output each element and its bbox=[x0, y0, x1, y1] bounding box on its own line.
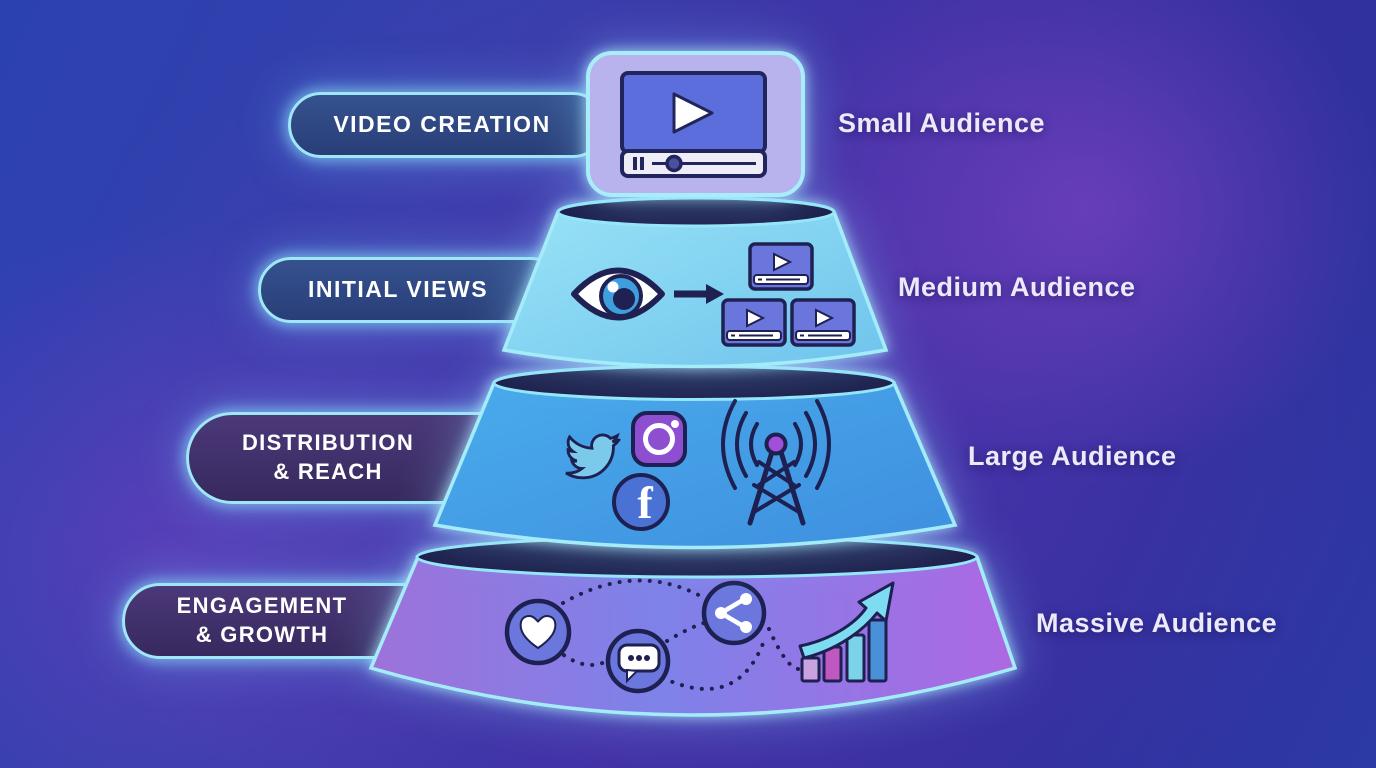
stage-shape-video-creation bbox=[586, 51, 805, 197]
broadcast-tower-icon bbox=[721, 399, 831, 526]
stage-pill-label: INITIAL VIEWS bbox=[307, 276, 489, 303]
stage-shape-engagement-growth bbox=[368, 535, 1018, 717]
audience-label-large: Large Audience bbox=[968, 441, 1177, 471]
video-thumbnail-icon bbox=[721, 242, 856, 347]
stage-pill-label-line1: ENGAGEMENT bbox=[176, 593, 348, 619]
tier-opening bbox=[556, 196, 836, 228]
comment-icon bbox=[605, 628, 671, 694]
audience-label-massive: Massive Audience bbox=[1036, 608, 1278, 638]
stage-pill-initial-views: INITIAL VIEWS bbox=[258, 257, 564, 323]
heart-icon bbox=[504, 598, 572, 666]
twitter-icon bbox=[565, 432, 621, 480]
tier-opening bbox=[492, 365, 896, 401]
facebook-icon: f bbox=[612, 473, 670, 531]
stage-pill-video-creation: VIDEO CREATION bbox=[288, 92, 606, 158]
stage-pill-label-line2: & GROWTH bbox=[195, 622, 329, 647]
audience-label-medium: Medium Audience bbox=[898, 272, 1136, 302]
stage-shape-distribution-reach: f bbox=[432, 364, 958, 550]
share-icon bbox=[701, 580, 767, 646]
stage-pill-label-line1: DISTRIBUTION bbox=[241, 430, 415, 456]
video-player-icon bbox=[620, 71, 767, 178]
facebook-letter: f bbox=[637, 477, 653, 528]
growth-chart-icon bbox=[798, 581, 895, 683]
stage-shape-initial-views bbox=[501, 196, 889, 369]
stage-pill-label-line2: & REACH bbox=[273, 459, 383, 484]
instagram-icon bbox=[631, 411, 687, 467]
audience-label-small: Small Audience bbox=[838, 108, 1046, 138]
stage-pill-label: VIDEO CREATION bbox=[333, 111, 551, 138]
arrow-right-icon bbox=[674, 284, 724, 304]
growth-arrow bbox=[798, 581, 895, 660]
eye-icon bbox=[571, 267, 665, 321]
